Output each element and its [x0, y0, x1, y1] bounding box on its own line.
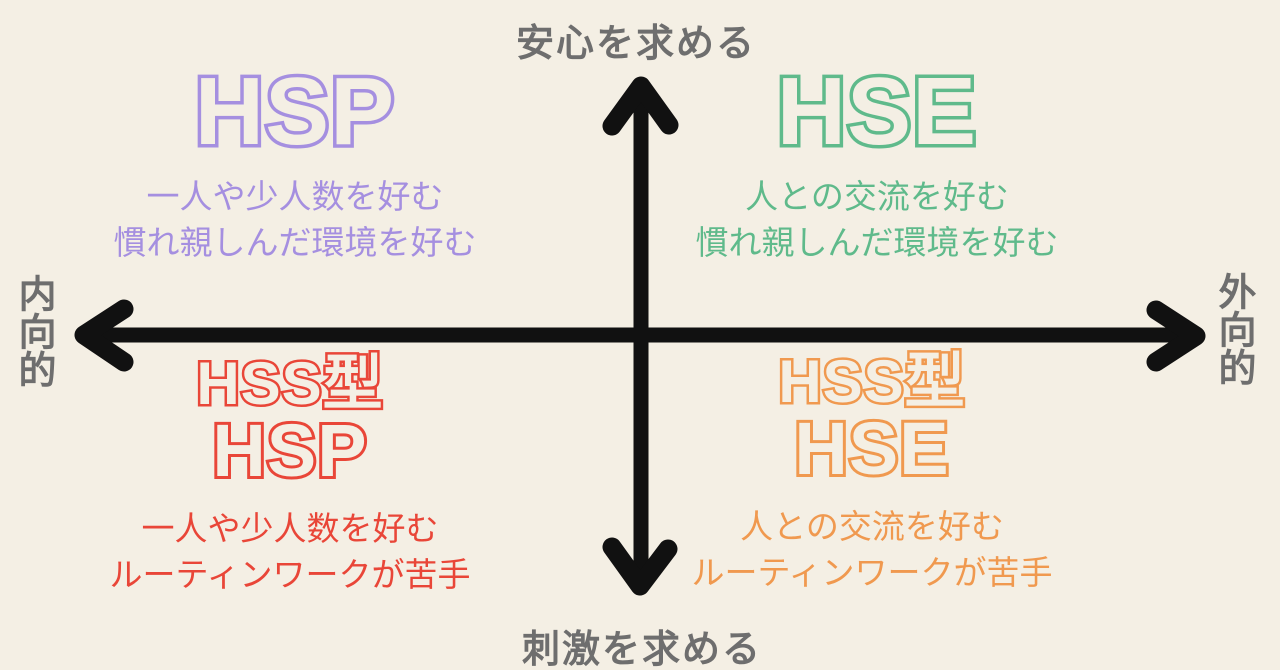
quadrant-title-hsp: HSP — [209, 409, 369, 492]
quadrant-hse: HSE 人との交流を好む 慣れ親しんだ環境を好む — [667, 58, 1087, 267]
quadrant-description: 一人や少人数を好む 慣れ親しんだ環境を好む — [85, 176, 505, 267]
description-line-1: 一人や少人数を好む — [141, 512, 439, 548]
quadrant-hss-hsp: HSS型 HSP 一人や少人数を好む ルーティンワークが苦手 — [80, 350, 500, 599]
description-line-1: 人との交流を好む — [745, 180, 1009, 216]
description-line-1: 人との交流を好む — [740, 510, 1004, 546]
quadrant-title-hsp: HSP — [191, 58, 397, 165]
down-arrowhead-icon — [602, 537, 678, 596]
quadrant-title-prefix-hss: HSS型 — [776, 348, 967, 415]
quadrant-description: 一人や少人数を好む ルーティンワークが苦手 — [80, 508, 500, 599]
description-line-2: ルーティンワークが苦手 — [109, 557, 471, 594]
quadrant-title-hse: HSE — [791, 407, 951, 490]
description-line-2: ルーティンワークが苦手 — [691, 555, 1053, 592]
up-arrowhead-icon — [602, 76, 679, 136]
description-line-1: 一人や少人数を好む — [146, 180, 444, 216]
right-arrowhead-icon — [1146, 300, 1206, 372]
left-arrowhead-icon — [74, 299, 134, 372]
description-line-2: 慣れ親しんだ環境を好む — [113, 225, 477, 262]
description-line-2: 慣れ親しんだ環境を好む — [695, 225, 1059, 262]
axis-label-seek-security: 安心を求める — [515, 23, 757, 65]
quadrant-hss-hse: HSS型 HSE 人との交流を好む ルーティンワークが苦手 — [662, 348, 1082, 597]
quadrant-description: 人との交流を好む 慣れ親しんだ環境を好む — [667, 176, 1087, 267]
quadrant-description: 人との交流を好む ルーティンワークが苦手 — [662, 506, 1082, 597]
quadrant-hsp: HSP 一人や少人数を好む 慣れ親しんだ環境を好む — [85, 58, 505, 267]
quadrant-title-prefix-hss: HSS型 — [194, 350, 385, 417]
quadrant-title-hse: HSE — [773, 58, 979, 165]
axis-label-seek-stimulation: 刺激を求める — [521, 629, 763, 670]
axis-label-extroverted: 外向的 — [1212, 272, 1254, 386]
axis-label-introverted: 内向的 — [12, 274, 54, 388]
